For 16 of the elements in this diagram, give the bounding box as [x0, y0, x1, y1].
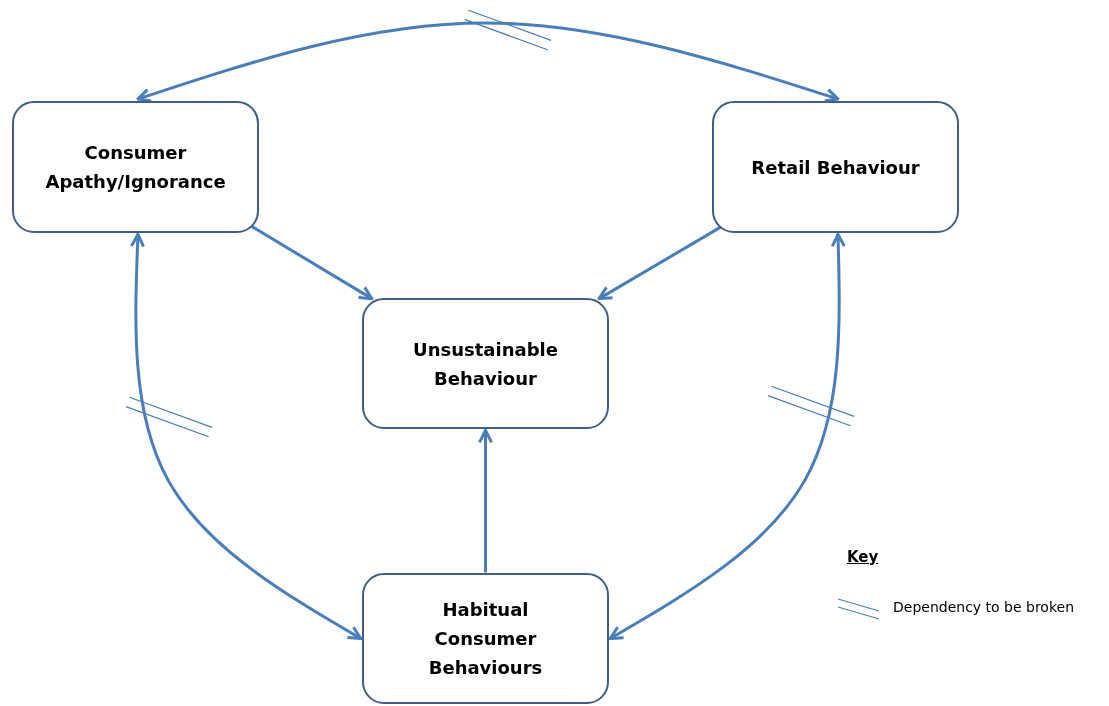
arrow: [130, 232, 363, 640]
process-box: [362, 298, 609, 429]
node-label: Habitual Consumer Behaviours: [427, 598, 544, 680]
arrow: [136, 21, 840, 103]
process-box: [362, 573, 609, 704]
process-box: [12, 101, 259, 233]
arrow: [597, 225, 723, 301]
arrow: [250, 225, 374, 301]
node-label: Retail Behaviour: [751, 155, 920, 180]
process-box: [712, 101, 959, 233]
legend-title: Key: [847, 548, 879, 566]
legend-label: Dependency to be broken: [893, 599, 1075, 615]
arrow: [478, 428, 493, 573]
arrow: [608, 232, 846, 640]
node-label: Consumer Apathy/Ignorance: [45, 141, 226, 194]
node-label: Unsustainable Behaviour: [412, 337, 559, 391]
